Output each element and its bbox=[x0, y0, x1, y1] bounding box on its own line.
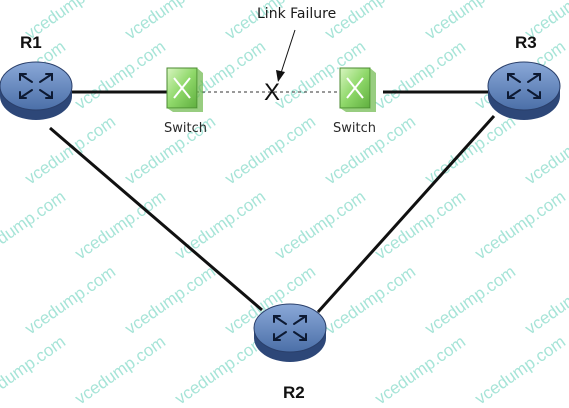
watermark-text: vcedump.com bbox=[71, 37, 169, 113]
watermark-text: vcedump.com bbox=[121, 262, 219, 338]
switch-icon bbox=[166, 67, 204, 113]
switch-left bbox=[166, 67, 204, 113]
watermark-text: vcedump.com bbox=[471, 332, 569, 408]
watermark-text: vcedump.com bbox=[121, 0, 219, 43]
watermark-text: vcedump.com bbox=[171, 332, 269, 408]
router-label-r2: R2 bbox=[283, 383, 305, 402]
switch-label-right: Switch bbox=[333, 121, 376, 136]
router-r1 bbox=[0, 61, 73, 121]
watermark-text: vcedump.com bbox=[521, 262, 569, 338]
switch-label-left: Switch bbox=[164, 121, 207, 136]
watermark-text: vcedump.com bbox=[171, 187, 269, 263]
link-failure-label: Link Failure bbox=[257, 6, 336, 22]
watermark-text: vcedump.com bbox=[421, 0, 519, 43]
link-r3-r2 bbox=[316, 114, 496, 314]
watermark-text: vcedump.com bbox=[0, 187, 69, 263]
watermark-text: vcedump.com bbox=[421, 112, 519, 188]
failure-mark: X bbox=[264, 79, 280, 106]
link-r1-r2 bbox=[49, 126, 263, 312]
router-label-r3: R3 bbox=[515, 33, 537, 52]
watermark-text: vcedump.com bbox=[71, 187, 169, 263]
watermark-text: vcedump.com bbox=[421, 262, 519, 338]
watermark-text: vcedump.com bbox=[271, 187, 369, 263]
router-icon bbox=[487, 61, 561, 121]
router-icon bbox=[0, 61, 73, 121]
watermark-text: vcedump.com bbox=[371, 332, 469, 408]
watermark-text: vcedump.com bbox=[221, 112, 319, 188]
watermark-text: vcedump.com bbox=[321, 262, 419, 338]
watermark-text: vcedump.com bbox=[21, 112, 119, 188]
annotation-arrow bbox=[279, 29, 296, 77]
switch-right bbox=[339, 67, 377, 113]
watermark-text: vcedump.com bbox=[371, 37, 469, 113]
router-r2 bbox=[253, 303, 327, 363]
watermark-text: vcedump.com bbox=[0, 332, 69, 408]
watermark-text: vcedump.com bbox=[71, 332, 169, 408]
watermark-text: vcedump.com bbox=[521, 112, 569, 188]
watermark-text: vcedump.com bbox=[471, 187, 569, 263]
switch-icon bbox=[339, 67, 377, 113]
router-label-r1: R1 bbox=[20, 33, 42, 52]
watermark-text: vcedump.com bbox=[21, 262, 119, 338]
annotation-arrowhead bbox=[276, 70, 285, 82]
router-icon bbox=[253, 303, 327, 363]
router-r3 bbox=[487, 61, 561, 121]
